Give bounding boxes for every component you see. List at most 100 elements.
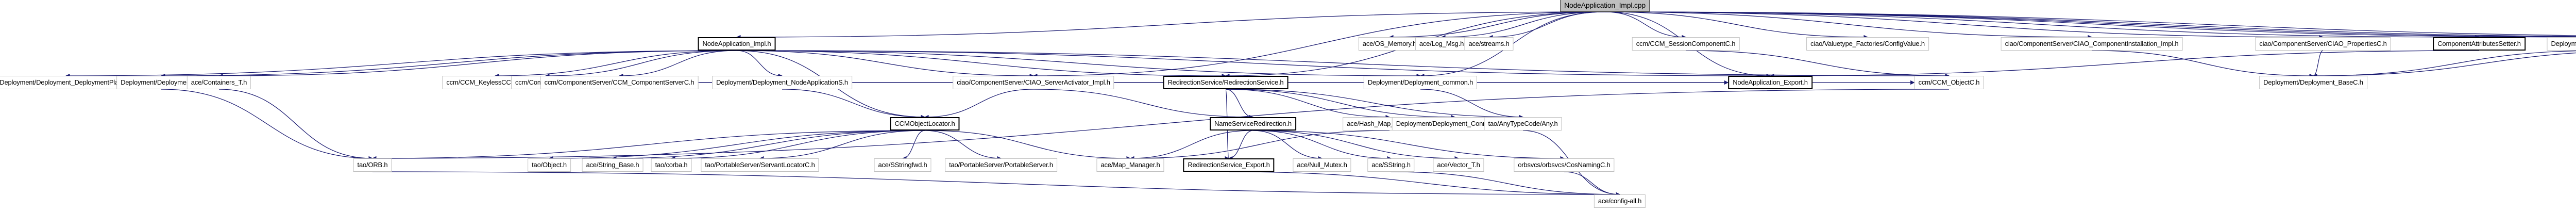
graph-edge — [1252, 130, 1392, 161]
graph-node[interactable]: ace/streams.h — [1464, 37, 1514, 51]
graph-edge — [1685, 50, 1950, 78]
graph-node[interactable]: orbsvcs/orbsvcs/CosNamingC.h — [1514, 158, 1615, 172]
graph-node[interactable]: ciao/ComponentServer/CIAO_ServerActivato… — [953, 76, 1114, 89]
graph-edge — [372, 171, 1620, 197]
graph-edge — [1604, 11, 1686, 40]
graph-edge — [218, 50, 737, 78]
graph-node[interactable]: tao/Object.h — [528, 158, 571, 172]
graph-edge — [545, 50, 737, 78]
graph-edge — [1252, 130, 1565, 161]
graph-edge — [736, 50, 1034, 78]
graph-edge — [671, 130, 925, 161]
graph-edge — [1604, 11, 2576, 38]
graph-edge — [1391, 171, 1620, 197]
graph-node[interactable]: ccm/ComponentServer/CCM_ComponentServerC… — [540, 76, 699, 89]
graph-node[interactable]: NameServiceRedirection.h — [1210, 117, 1296, 131]
graph-node[interactable]: Deployment/Deployment_NodeApplicationS.h — [712, 76, 852, 89]
graph-edge — [2313, 52, 2576, 78]
graph-edge — [1033, 89, 1253, 120]
graph-edge — [1604, 11, 2324, 40]
graph-edge — [372, 130, 925, 161]
graph-node[interactable]: ComponentAttributesSetter.h — [2433, 37, 2526, 51]
graph-node[interactable]: Deployment/Deployment_DeploymentPlanC.h — [0, 76, 137, 89]
graph-node[interactable]: Deployment/Deployment_BaseC.h — [2259, 76, 2367, 89]
graph-node[interactable]: ace/Vector_T.h — [1433, 158, 1484, 172]
graph-node[interactable]: RedirectionService_Export.h — [1183, 158, 1275, 172]
graph-node[interactable]: ciao/ComponentServer/CIAO_PropertiesC.h — [2255, 37, 2391, 51]
graph-node[interactable]: ace/SString.h — [1367, 158, 1415, 172]
graph-edge — [1420, 89, 1523, 120]
graph-edge — [1441, 11, 1605, 40]
graph-edge — [1604, 11, 1868, 40]
graph-edge — [1033, 11, 1605, 78]
graph-node[interactable]: ace/Null_Mutex.h — [1293, 158, 1351, 172]
graph-edge — [495, 50, 737, 78]
graph-edge — [782, 89, 925, 120]
graph-node[interactable]: ace/SStringfwd.h — [874, 158, 931, 172]
graph-edge — [736, 50, 1226, 78]
graph-node[interactable]: NodeApplication_Export.h — [1728, 76, 1812, 89]
graph-edge — [1225, 89, 1455, 120]
graph-edge — [1228, 130, 1253, 161]
graph-edge — [1564, 171, 1620, 197]
graph-node[interactable]: tao/PortableServer/ServantLocatorC.h — [701, 158, 819, 172]
graph-edge — [1604, 11, 2576, 37]
graph-edge — [1225, 89, 1253, 120]
graph-edge — [2313, 50, 2324, 78]
graph-edge — [924, 130, 1002, 161]
graph-node[interactable]: NodeApplication_Impl.h — [698, 37, 776, 51]
graph-node[interactable]: Deployment/DAnCE_PropertiesC.h — [2547, 37, 2576, 51]
graph-edge — [736, 50, 783, 78]
graph-edge — [736, 50, 1771, 78]
graph-node[interactable]: ace/Containers_T.h — [187, 76, 251, 89]
graph-node[interactable]: CCMObjectLocator.h — [890, 117, 960, 131]
graph-edge — [1252, 130, 1323, 161]
graph-edge — [372, 89, 1950, 161]
graph-node[interactable]: ace/Map_Manager.h — [1096, 158, 1164, 172]
graph-edge — [1130, 130, 1390, 161]
graph-edge — [612, 130, 925, 161]
graph-node[interactable]: tao/PortableServer/PortableServer.h — [945, 158, 1057, 172]
graph-edge — [924, 89, 1034, 120]
graph-node[interactable]: ace/OS_Memory.h — [1358, 37, 1421, 51]
graph-edge — [65, 50, 737, 78]
graph-edge — [902, 130, 925, 161]
graph-node[interactable]: ace/Log_Msg.h — [1415, 37, 1468, 51]
graph-edge — [1389, 11, 1605, 40]
graph-node[interactable]: ciao/ComponentServer/CIAO_ComponentInsta… — [2001, 37, 2183, 51]
graph-node[interactable]: Deployment/Deployment_common.h — [1363, 76, 1478, 89]
graph-edge — [1130, 130, 1253, 161]
graph-node[interactable]: ciao/Valuetype_Factories/ConfigValue.h — [1806, 37, 1929, 51]
graph-node[interactable]: ace/config-all.h — [1594, 194, 1646, 208]
graph-node[interactable]: RedirectionService/RedirectionService.h — [1163, 76, 1289, 89]
graph-edge — [161, 50, 737, 78]
graph-node[interactable]: tao/AnyTypeCode/Any.h — [1484, 117, 1562, 131]
graph-edge — [549, 130, 925, 161]
graph-edge — [1488, 11, 1605, 40]
graph-edge — [1604, 11, 2480, 40]
graph-node[interactable]: ccm/CCM_ObjectC.h — [1914, 76, 1984, 89]
graph-node[interactable]: ccm/CCM_SessionComponentC.h — [1632, 37, 1740, 51]
graph-edge — [1604, 11, 2092, 40]
graph-node[interactable]: tao/corba.h — [651, 158, 692, 172]
graph-edge — [1225, 89, 1523, 120]
graph-edge — [619, 50, 737, 78]
graph-edge — [1228, 171, 1620, 197]
graph-edge — [736, 50, 1421, 78]
graph-edge — [2313, 51, 2576, 78]
graph-edge — [924, 130, 1131, 161]
graph-edge — [1225, 89, 1390, 120]
graph-edge — [161, 89, 373, 161]
graph-edge — [736, 50, 1950, 78]
graph-edge — [759, 130, 925, 161]
graph-edge — [1604, 11, 2576, 36]
graph-node[interactable]: NodeApplication_Impl.cpp — [1560, 0, 1650, 12]
graph-edge — [1604, 11, 2576, 38]
graph-edge — [2091, 50, 2314, 78]
graph-node[interactable]: tao/ORB.h — [353, 158, 392, 172]
graph-node[interactable]: ace/String_Base.h — [582, 158, 643, 172]
graph-edge — [736, 11, 1605, 40]
graph-edge — [218, 89, 373, 161]
